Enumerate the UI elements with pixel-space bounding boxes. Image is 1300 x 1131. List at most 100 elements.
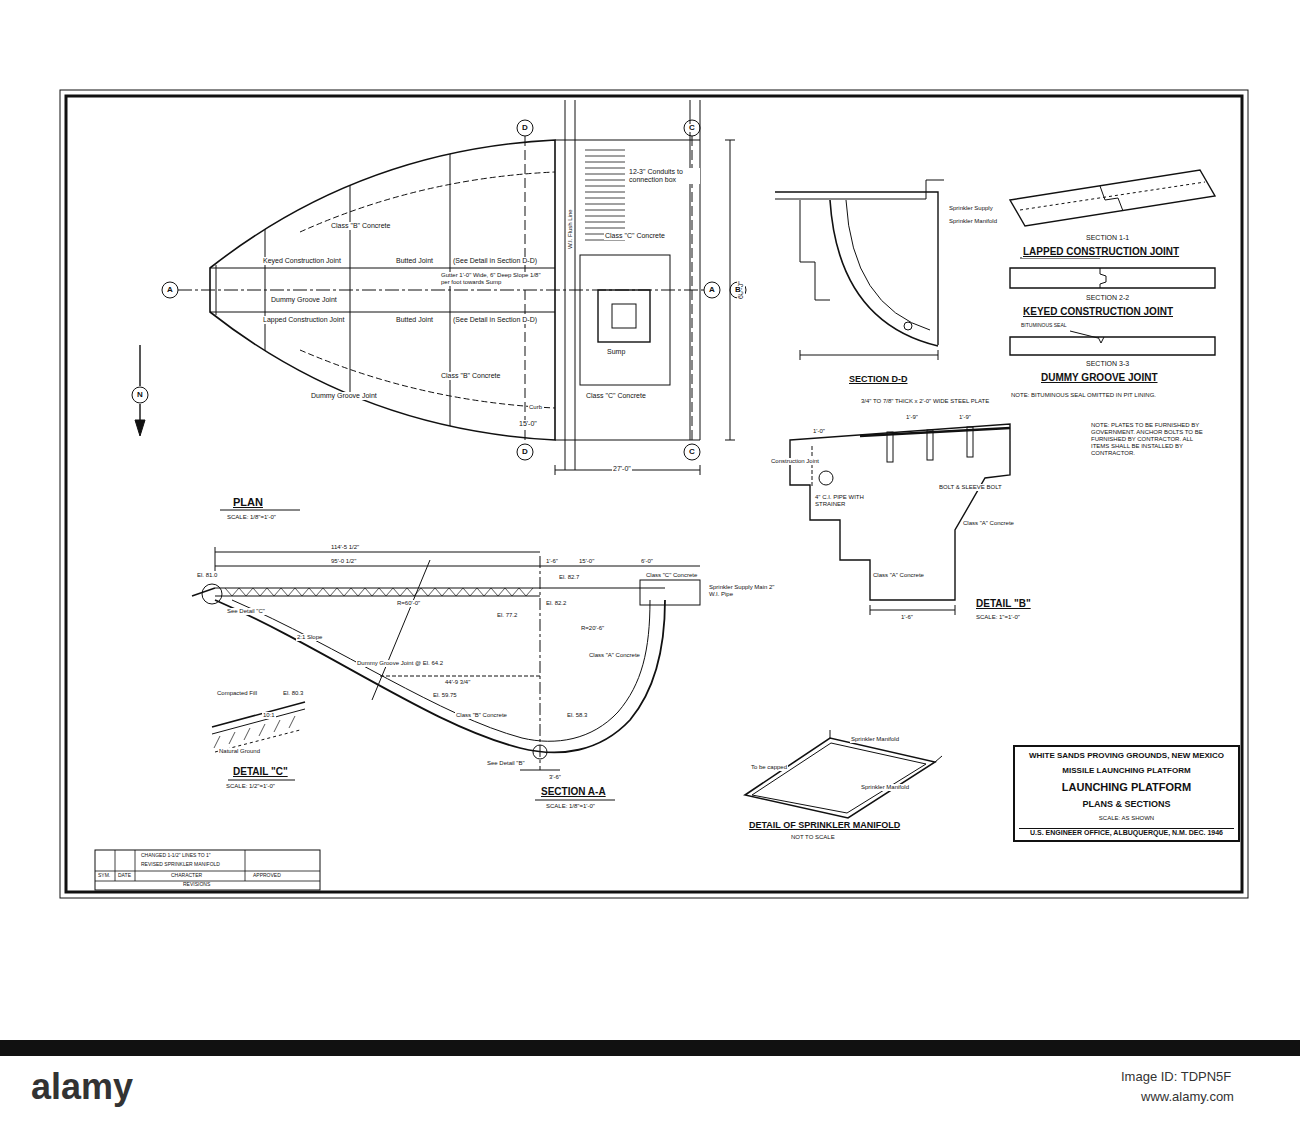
pipe-riser [830, 730, 942, 762]
view-title: SECTION D-D [848, 374, 909, 384]
view-title: SECTION A-A [540, 786, 607, 798]
dimension-line [380, 676, 540, 677]
watermark: www.alamy.com [1140, 1090, 1235, 1105]
keyed-joint-slab [1010, 268, 1215, 288]
section-d-d [775, 180, 944, 360]
pit-outline [300, 350, 555, 408]
callout-text: Sprinkler Manifold [850, 736, 900, 743]
callout-text: 1'-0" [812, 428, 826, 435]
callout-text: APPROVED [252, 873, 282, 879]
title-underline [535, 800, 615, 801]
callout-text: 4" C.I. PIPE WITH STRAINER [814, 494, 878, 508]
title-block-text: WHITE SANDS PROVING GROUNDS, NEW MEXICO [1029, 751, 1224, 761]
construction-joint [812, 446, 813, 486]
view-title: DETAIL OF SPRINKLER MANIFOLD [748, 820, 901, 830]
section-marker: N [137, 391, 143, 399]
callout-text: 15'-0" [518, 420, 538, 428]
callout-text: 3/4" TO 7/8" THICK x 2'-0" WIDE STEEL PL… [860, 398, 990, 405]
tip-edge [216, 265, 217, 315]
callout-text: Class "C" Concrete [585, 392, 647, 400]
revision-table [95, 850, 320, 890]
callout-text: (See Detail in Section D-D) [452, 316, 538, 324]
pit-area [580, 255, 670, 385]
view-title: LAPPED CONSTRUCTION JOINT [1022, 246, 1180, 258]
watermark: alamy [30, 1066, 134, 1107]
dimension-line [540, 566, 700, 567]
edge-block [640, 580, 700, 605]
callout-text: To be capped [750, 764, 788, 771]
leader-line [1070, 331, 1098, 338]
sheet-frame [60, 90, 1248, 898]
title-block-text: PLANS & SECTIONS [1082, 799, 1170, 810]
callout-text: Class "A" Concrete [872, 572, 925, 579]
callout-text: SCALE: 1/2"=1'-0" [225, 783, 276, 790]
callout-text: Sprinkler Manifold [948, 218, 998, 225]
outer-border [60, 90, 1248, 898]
callout-text: R=20'-6" [580, 625, 605, 632]
callout-text: El. 82.7 [558, 574, 580, 581]
lapped-joint-slab [1010, 170, 1215, 226]
dimension-line [215, 547, 540, 571]
sump-box [612, 304, 636, 328]
callout-text: El. 82.2 [545, 600, 567, 607]
callout-text: Keyed Construction Joint [262, 257, 342, 265]
callout-text: CHARACTER [170, 873, 203, 879]
callout-text: Gutter 1'-0" Wide, 6" Deep Slope 1/8" pe… [440, 272, 547, 286]
callout-text: El. 77.2 [496, 612, 518, 619]
callout-text: See Detail "B" [486, 760, 526, 767]
view-title: DETAIL "C" [232, 766, 289, 778]
title-block-text: U.S. ENGINEER OFFICE, ALBUQUERQUE, N.M. … [1019, 828, 1234, 837]
steel-plate [860, 428, 1010, 436]
title-underline [220, 510, 300, 511]
sprinkler-detail [745, 730, 942, 818]
callout-text: Class "C" Concrete [604, 232, 666, 240]
callout-text: 12-3" Conduits to connection box [628, 168, 700, 184]
callout-text: (See Detail in Section D-D) [452, 257, 538, 265]
dimension-line [800, 350, 938, 360]
dimension-line [520, 770, 560, 771]
detail-c [212, 702, 305, 780]
section-marker-circle [162, 282, 178, 298]
section-a-a [192, 547, 700, 800]
pit-lining [232, 600, 650, 741]
callout-text: See Detail "C" [226, 608, 266, 615]
pit-lining [830, 200, 938, 346]
section-marker-circle [704, 282, 720, 298]
callout-text: 1'-9" [905, 414, 919, 421]
callout-text: Dummy Groove Joint @ El. 64.2 [356, 660, 444, 667]
callout-text: SCALE: 1/8"=1'-0" [545, 803, 596, 810]
joint-key [1100, 268, 1106, 288]
callout-text: SCALE: 1"=1'-0" [975, 614, 1021, 621]
manifold-pipe [745, 738, 935, 818]
section-marker-circle [517, 120, 533, 136]
callout-text: 15'-0" [578, 558, 595, 565]
callout-text: 27'-0" [612, 465, 632, 473]
section-marker-circle [517, 444, 533, 460]
callout-text: El. 58.3 [566, 712, 588, 719]
view-title: DETAIL "B" [975, 598, 1032, 610]
section-marker-circle [684, 444, 700, 460]
radius-line [372, 560, 430, 700]
section-marker: A [167, 286, 173, 294]
title-block: WHITE SANDS PROVING GROUNDS, NEW MEXICOM… [1013, 745, 1240, 842]
callout-text: NOT TO SCALE [790, 834, 836, 841]
anchor-bolt [967, 427, 973, 457]
callout-text: 3'-6" [548, 774, 562, 781]
mesh-reinforcement [1020, 182, 1205, 210]
center-line [540, 556, 541, 770]
section-marker: D [522, 448, 528, 456]
conduit-hatch [585, 150, 625, 240]
dimension-line [555, 465, 700, 475]
callout-text: 2:1 Slope [296, 634, 323, 641]
platform-slab [215, 588, 665, 596]
view-title: PLAN [232, 496, 264, 509]
callout-text: Sprinkler Supply Main 2" W.I. Pipe [708, 584, 785, 598]
section-marker: C [689, 124, 695, 132]
callout-text: El. 81.0 [196, 572, 218, 579]
fill-hatch [214, 716, 295, 748]
callout-text: CHANGED 1-1/2" LINES TO 1" [140, 853, 212, 859]
north-arrow [132, 387, 148, 403]
title-block-text: SCALE: AS SHOWN [1099, 815, 1154, 822]
callout-text: REVISIONS [182, 882, 211, 888]
callout-text: Class "A" Concrete [588, 652, 641, 659]
